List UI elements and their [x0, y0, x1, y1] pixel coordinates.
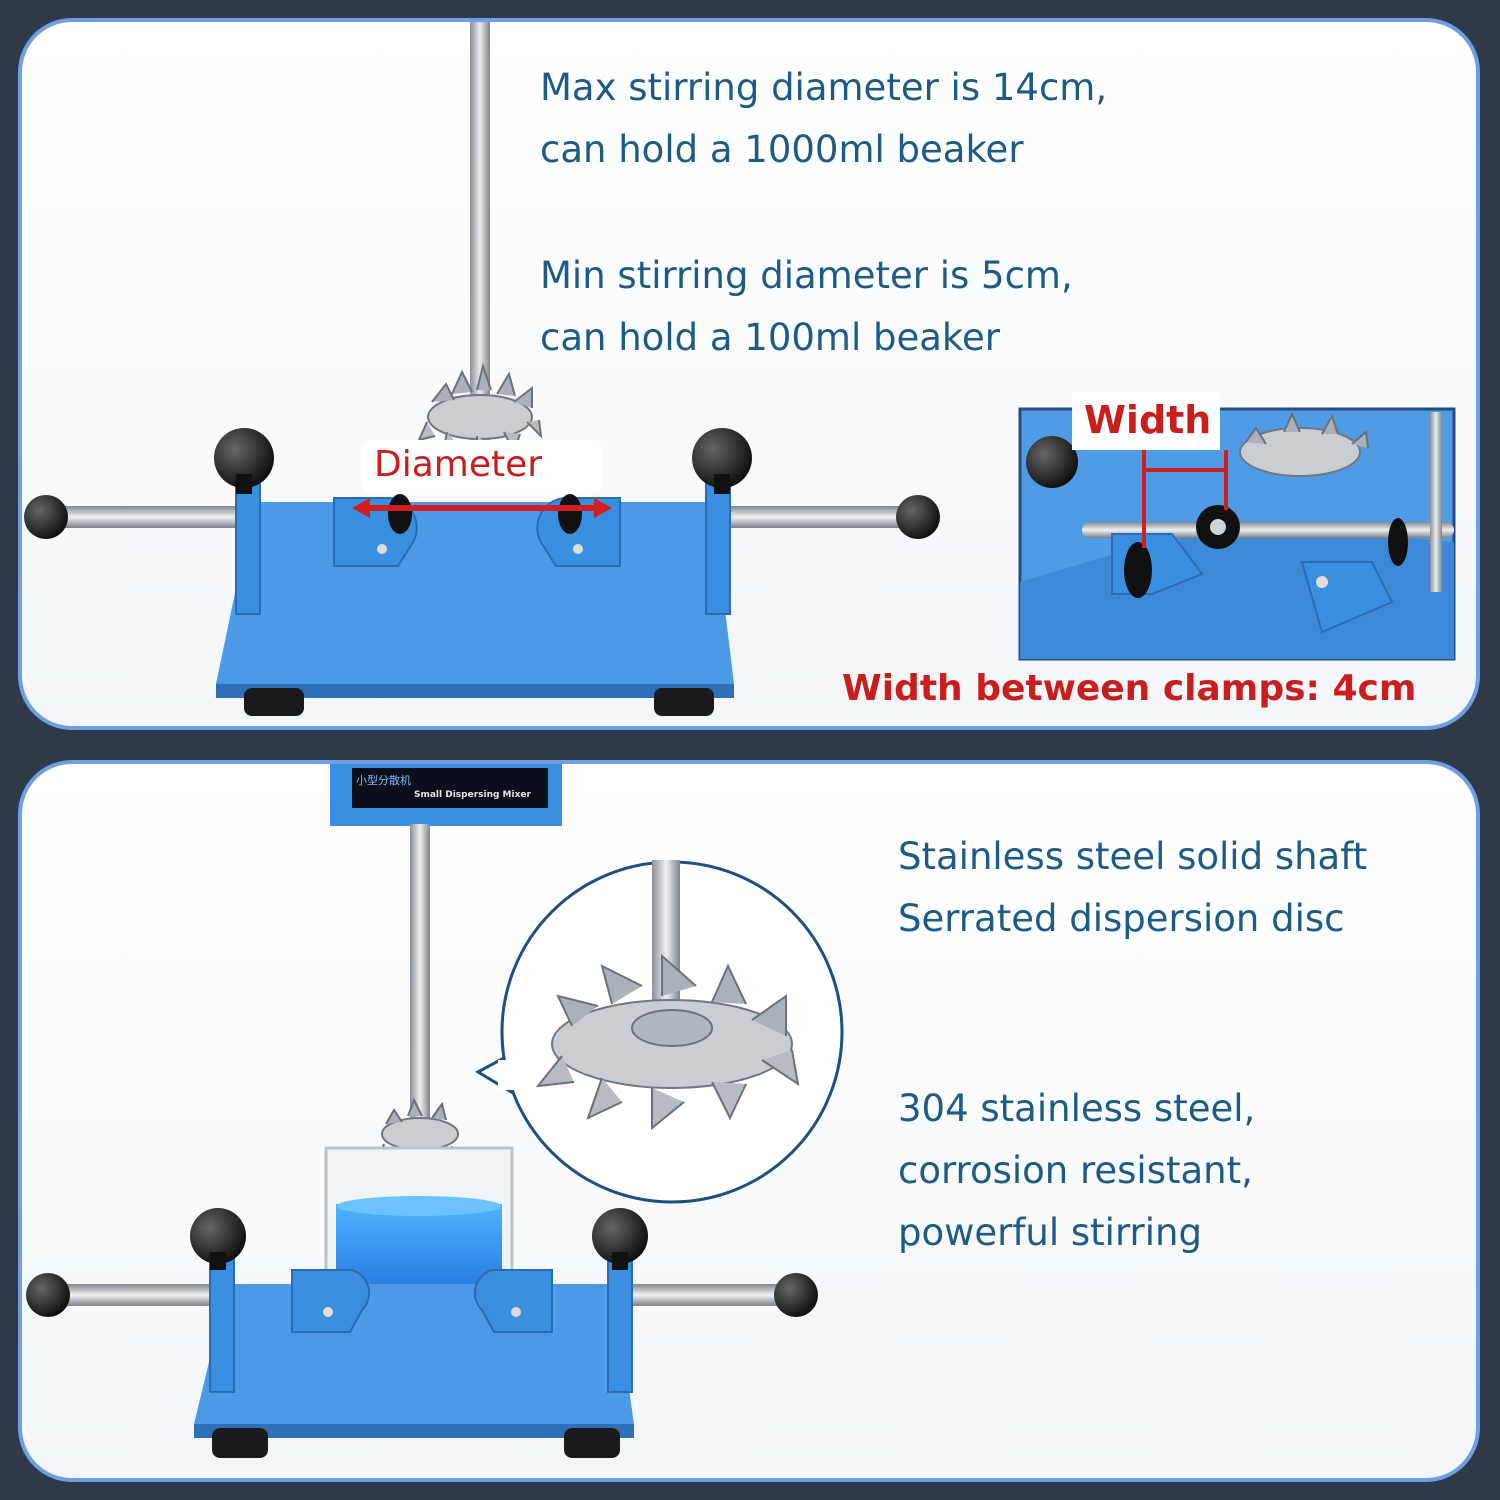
material-line-2: corrosion resistant,: [898, 1149, 1253, 1192]
clamp-left: [291, 1269, 371, 1333]
material-line-3: powerful stirring: [898, 1211, 1202, 1254]
max-diameter-line-1: Max stirring diameter is 14cm,: [540, 66, 1108, 109]
inset-width-label: Width: [1084, 398, 1212, 442]
clamp-right: [536, 494, 621, 567]
motor-head: [330, 764, 562, 826]
bar-end-knob-left: [26, 1273, 70, 1317]
diameter-label-bg: [362, 440, 602, 494]
post-right: [607, 1255, 633, 1393]
bar-end-knob-right: [774, 1273, 818, 1317]
bottom-panel: 小型分散机 Small Dispersing Mixer Stainless s…: [18, 760, 1480, 1482]
shaft-line-1: Stainless steel solid shaft: [898, 835, 1368, 878]
base-plate: [216, 502, 734, 716]
top-panel: Max stirring diameter is 14cm, can hold …: [18, 18, 1480, 730]
bar-end-knob-left: [24, 495, 68, 539]
device-label-cn: 小型分散机: [356, 774, 411, 787]
material-line-1: 304 stainless steel,: [898, 1087, 1256, 1130]
star-knob-right: [692, 428, 752, 494]
vertical-shaft: [470, 22, 490, 442]
post-left: [209, 1255, 235, 1393]
bar-end-knob-right: [896, 495, 940, 539]
max-diameter-line-2: can hold a 1000ml beaker: [540, 128, 1024, 171]
glass-beaker: [324, 1146, 514, 1320]
star-knob-left: [190, 1208, 246, 1270]
diameter-arrow: [352, 498, 612, 518]
width-between-clamps-caption: Width between clamps: 4cm: [842, 668, 1417, 709]
stand-illustration-bottom: [26, 764, 844, 1458]
inset-photo: [1018, 392, 1456, 661]
star-knob-left: [214, 428, 274, 494]
stand-illustration-top: [24, 22, 1456, 716]
base-plate: [194, 1284, 634, 1458]
clamp-right: [473, 1269, 553, 1333]
device-label-en: Small Dispersing Mixer: [414, 790, 531, 800]
post-right: [705, 477, 731, 615]
shaft-line-2: Serrated dispersion disc: [898, 897, 1345, 940]
clamp-left: [333, 494, 418, 567]
post-left: [235, 477, 261, 615]
star-knob-right: [592, 1208, 648, 1270]
vertical-shaft: [410, 824, 430, 1144]
disc-magnifier-callout: [474, 860, 844, 1204]
min-diameter-line-1: Min stirring diameter is 5cm,: [540, 254, 1073, 297]
min-diameter-line-2: can hold a 100ml beaker: [540, 316, 1000, 359]
diameter-label: Diameter: [374, 444, 543, 485]
